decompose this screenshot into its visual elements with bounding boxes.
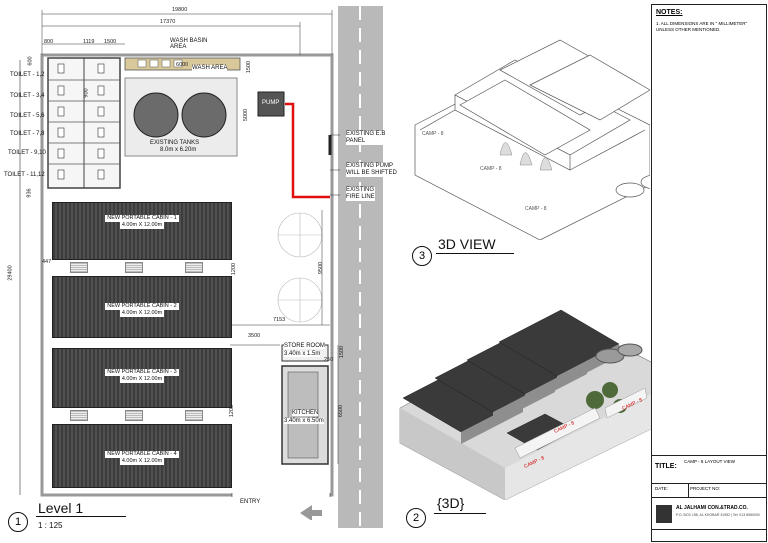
dim-9500: 9500 [318,261,325,275]
dim-6000: 6000 [176,62,189,68]
wash-area-label: WASH AREA [192,65,228,71]
dim-800: 800 [44,39,54,45]
cabin-connector [125,410,143,421]
toilet-label: TOILET - 5,6 [10,113,45,119]
toilet-label: TOILET - 7,8 [10,131,45,137]
eb-panel-label: EXISTING E.B PANEL [346,131,386,145]
dim-3500: 3500 [248,333,261,339]
divider [688,483,689,497]
existing-tanks-label: EXISTING TANKS [150,140,200,146]
svg-text:CAMP - 8: CAMP - 8 [422,131,444,137]
title-underline [36,516,126,517]
cabin-name: NEW PORTABLE CABIN - 2 [105,303,179,310]
dim-600: 600 [27,56,34,66]
cabin-size: 4.00m X 12.00m [119,376,165,383]
3d-view-title: 3D VIEW [438,236,496,252]
title-underline [436,253,514,254]
store-size-label: 3.40m x 1.5m [284,351,321,357]
svg-text:CAMP - 8: CAMP - 8 [525,206,547,212]
toilet-label: TOILET - 11,12 [4,172,45,178]
dim-7153: 7153 [273,317,286,323]
notes-text: 1. ALL DIMENSIONS ARE IN " MILLIMETER" U… [656,21,748,32]
date-label: DATE: [655,486,668,491]
company-info: P.O. BOX 158, AL KHOBAR 31952 | Tel: 013… [676,513,760,517]
company-logo [656,505,672,523]
dim-1500: 1500 [104,39,117,45]
view-number-3: 3 [412,246,432,266]
toilet-label: TOILET - 3,4 [10,93,45,99]
dim-936: 936 [26,188,33,198]
notes-heading: NOTES: [656,9,683,16]
pump-shift-label: EXISTING PUMP WILL BE SHIFTED [346,163,397,177]
3d-view-line-drawing: CAMP - 8 CAMP - 8 CAMP - 8 [414,39,650,240]
dim-1500b: 1500 [246,60,253,74]
dim-250: 250 [324,357,334,363]
divider [652,497,766,498]
cabin-name: NEW PORTABLE CABIN - 4 [105,451,179,458]
store-room-label: STORE ROOM [284,343,325,349]
kitchen-label: KITCHEN [292,410,319,416]
svg-text:CAMP - 8: CAMP - 8 [480,166,502,172]
dim-447: 447 [42,259,52,265]
cabin-name: NEW PORTABLE CABIN - 1 [105,215,179,222]
view-number-2: 2 [406,508,426,528]
dim-900: 900 [83,88,90,98]
cabin-connector [125,262,143,273]
title-label: TITLE: [655,463,677,470]
cabin-size: 4.00m X 12.00m [119,222,165,229]
cabin-connector [185,410,203,421]
dim-6500: 6500 [338,404,345,418]
toilet-label: TOILET - 9,10 [8,150,46,156]
cabin-connector [70,410,88,421]
title-underline [434,513,486,514]
dim-1119: 1119 [83,39,95,45]
divider [652,483,766,484]
entry-label: ENTRY [240,499,261,505]
cabin-name: NEW PORTABLE CABIN - 3 [105,369,179,376]
3d-render-title: {3D} [437,495,465,511]
cabin-size: 4.00m X 12.00m [119,310,165,317]
dim-5000: 5000 [243,108,250,122]
fire-line-label: EXISTING FIRE LINE [346,187,375,201]
divider [652,529,766,530]
cabin-size: 4.00m X 12.00m [119,458,165,465]
tanks-size-label: 8.0m x 6.20m [160,147,197,153]
kitchen-size-label: 3.40m x 6.50m [284,418,324,424]
view-number-1: 1 [8,512,28,532]
road-center-line [359,6,361,528]
dim-1200a: 1200 [231,262,238,276]
dim-overall-width: 19800 [172,7,188,13]
title-block: NOTES: 1. ALL DIMENSIONS ARE IN " MILLIM… [651,4,767,542]
wash-basin-label: WASH BASIN AREA [170,38,208,50]
divider [652,455,766,456]
project-label: PROJECT NO: [690,486,721,491]
dim-1500c: 1500 [339,345,346,359]
level-scale: 1 : 125 [38,521,63,530]
3d-rendered-view: CAMP - 8 CAMP - 8 CAMP - 8 [399,309,653,500]
cabin-connector [70,262,88,273]
dim-29400: 29400 [7,265,14,281]
dim-inner-width: 17370 [160,19,176,25]
toilet-label: TOILET - 1,2 [10,72,45,78]
level-title: Level 1 [38,500,84,516]
company-name: AL JALHAMI CON.&TRAD.CO. [676,505,748,511]
cabin-connector [185,262,203,273]
title-value: CAMP - 8 LAYOUT VIEW [684,459,736,464]
pump-label: PUMP [262,100,280,106]
